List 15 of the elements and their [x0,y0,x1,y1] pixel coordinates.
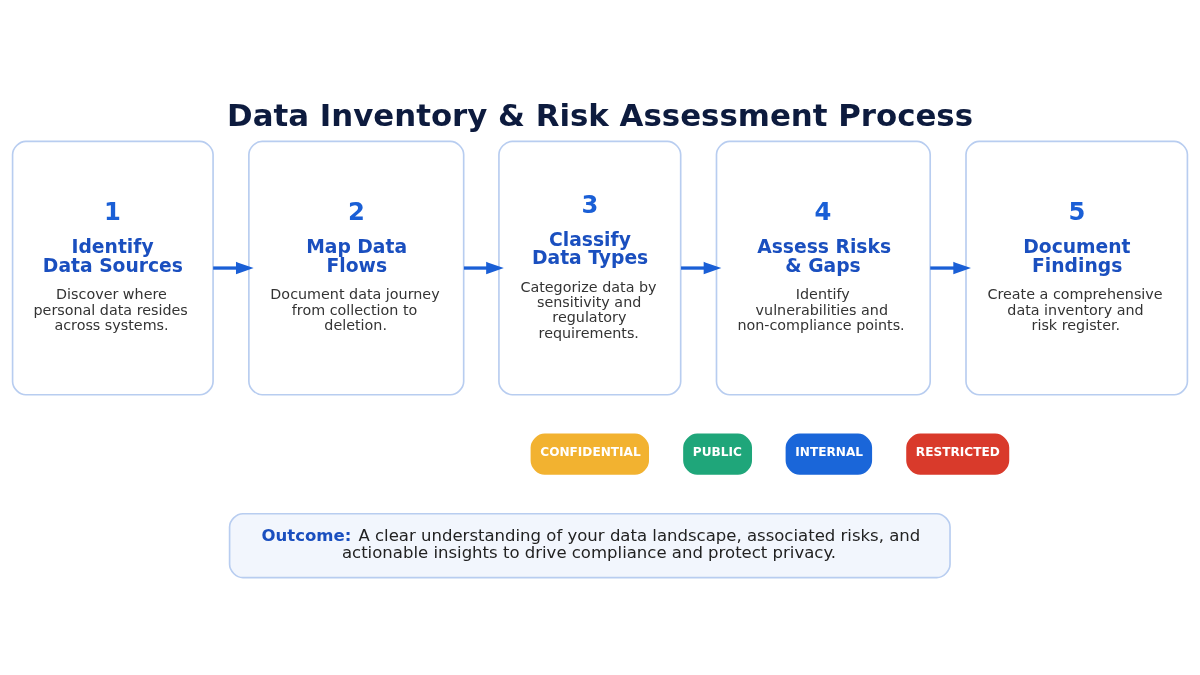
arrow [213,261,254,274]
label: INTERNAL [795,444,863,459]
node-box: 5 Document Findings Create a comprehensive data inventory and risk register. [965,140,1189,396]
node-box: Outcome: A clear understanding of your data landscape, associated risks, and actionable insights to drive compliance and protect privacy. [228,512,951,578]
label: RESTRICTED [915,444,1000,459]
node-box: 1 Identify Data Sources Discover where personal data resides across systems. [11,140,214,396]
node-box: 4 Assess Risks & Gaps Identify vulnerabilities and non-compliance points. [715,140,932,396]
label: CONFIDENTIAL [540,444,641,459]
arrow [463,261,504,274]
arrow [681,261,722,274]
label: PUBLIC [692,444,742,459]
node-box: 3 Classify Data Types Categorize data by sensitivity and regulatory requirements. [498,140,682,396]
arrow [930,261,971,274]
diagram-title: Data Inventory & Risk Assessment Process [227,96,974,133]
node-box: 2 Map Data Flows Document data journey from collection to deletion. [248,140,465,396]
